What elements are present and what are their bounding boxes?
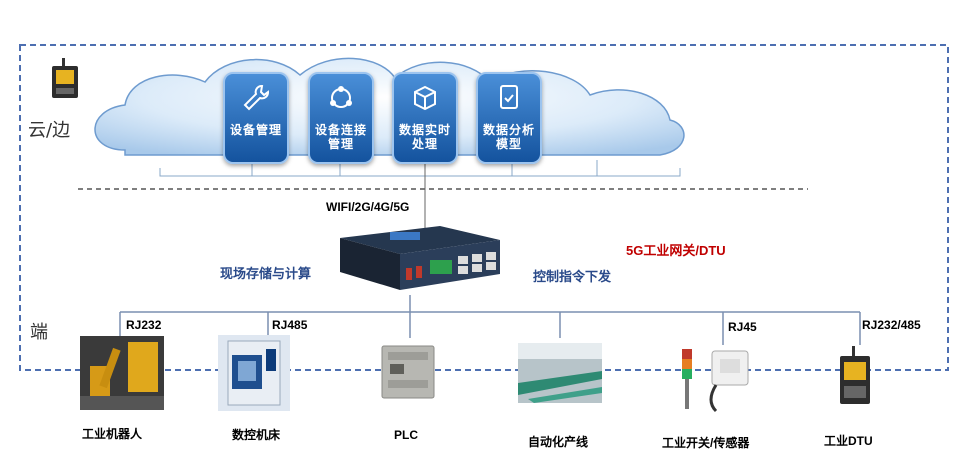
plc-image	[378, 340, 438, 402]
boundary-frame	[19, 44, 949, 371]
port-label-rj232-485: RJ232/485	[862, 318, 921, 332]
gateway-image	[330, 218, 510, 298]
port-label-rj485: RJ485	[272, 318, 308, 332]
module-device-connection[interactable]: 设备连接管理	[308, 72, 374, 164]
device-label-plc: PLC	[394, 428, 418, 442]
device-label-dtu: 工业DTU	[824, 434, 873, 448]
industrial-robot-image	[80, 336, 164, 410]
cnc-machine-image	[218, 335, 290, 411]
connectivity-label: WIFI/2G/4G/5G	[326, 200, 410, 214]
module-label: 数据分析模型	[482, 123, 535, 151]
module-label: 设备管理	[229, 123, 282, 137]
switch-sensor-image	[676, 345, 754, 415]
module-realtime-processing[interactable]: 数据实时处理	[392, 72, 458, 164]
port-label-rj232: RJ232	[126, 318, 162, 332]
module-analysis-model[interactable]: 数据分析模型	[476, 72, 542, 164]
module-device-management[interactable]: 设备管理	[223, 72, 289, 164]
module-label: 数据实时处理	[398, 123, 451, 151]
production-line-image	[518, 343, 602, 403]
cloud-shape	[94, 57, 685, 156]
document-check-icon	[500, 85, 518, 109]
device-label-production-line: 自动化产线	[528, 435, 589, 449]
industrial-dtu-image	[834, 346, 876, 408]
gateway-title: 5G工业网关/DTU	[626, 243, 726, 258]
cloud-bracket	[159, 168, 681, 177]
port-label-rj45: RJ45	[728, 320, 757, 334]
gateway-left-caption: 现场存储与计算	[220, 266, 312, 281]
edge-dtu-image	[48, 58, 82, 102]
device-label-switch-sensor: 工业开关/传感器	[662, 436, 750, 450]
zone-label-cloud-edge: 云/边	[28, 120, 71, 141]
module-label: 设备连接管理	[314, 123, 367, 151]
gateway-right-caption: 控制指令下发	[533, 269, 612, 284]
network-icon	[330, 86, 352, 108]
device-label-robot: 工业机器人	[82, 427, 143, 441]
device-label-cnc: 数控机床	[232, 428, 281, 442]
zone-label-terminal: 端	[30, 322, 48, 343]
box-filter-icon	[414, 85, 436, 111]
wrench-icon	[243, 85, 269, 111]
